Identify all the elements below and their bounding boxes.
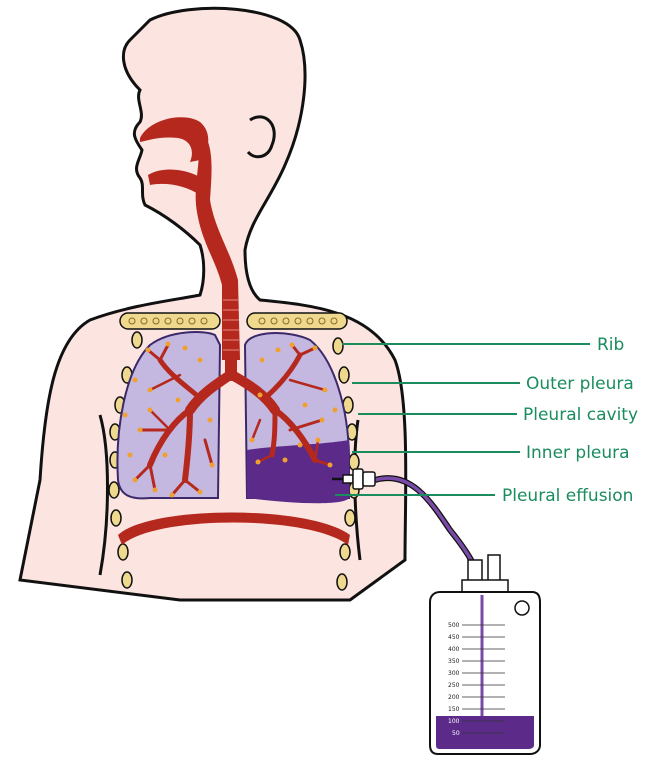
scale-mark: 350	[448, 658, 460, 665]
scale-mark: 100	[448, 718, 460, 725]
scale-mark: 250	[448, 682, 460, 689]
scale-mark: 400	[448, 646, 460, 653]
scale-mark: 500	[448, 622, 460, 629]
drainage-bottle: 500 450 400 350 300 250 200 150 100 50	[430, 555, 540, 754]
scale-mark: 300	[448, 670, 460, 677]
scale-mark: 150	[448, 706, 460, 713]
scale-mark: 200	[448, 694, 460, 701]
label-rib: Rib	[597, 335, 624, 355]
label-pleural-effusion: Pleural effusion	[502, 486, 633, 506]
label-inner-pleura: Inner pleura	[526, 443, 630, 463]
labels: Rib Outer pleura Pleural cavity Inner pl…	[502, 335, 638, 506]
scale-mark: 450	[448, 634, 460, 641]
label-pleural-cavity: Pleural cavity	[523, 405, 638, 425]
label-outer-pleura: Outer pleura	[526, 374, 634, 394]
pleural-effusion-fluid	[247, 440, 349, 503]
scale-mark: 50	[452, 730, 460, 737]
